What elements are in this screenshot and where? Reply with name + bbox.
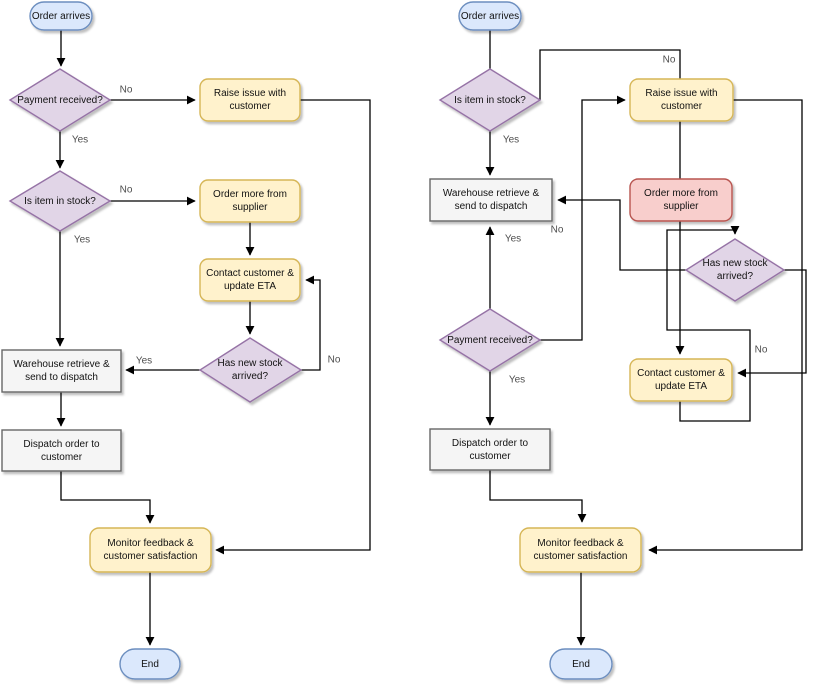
node-end-terminator[interactable] — [549, 648, 613, 680]
left-chart-shapes — [1, 1, 303, 680]
node-raise-issue-task[interactable] — [629, 78, 734, 122]
node-order-more-alert[interactable] — [629, 178, 733, 222]
node-in-stock-decision[interactable] — [8, 170, 112, 232]
edge-raise-monitor — [648, 99, 803, 555]
edge-payment-no — [540, 95, 626, 341]
edge-newstock-no-contact — [737, 269, 807, 378]
node-payment-decision[interactable] — [8, 68, 112, 132]
edge-newstock-no — [301, 275, 321, 371]
node-new-stock-decision[interactable] — [684, 238, 786, 302]
node-end-terminator[interactable] — [119, 648, 181, 680]
left-chart-edges — [55, 30, 371, 646]
node-contact-task[interactable] — [629, 358, 733, 402]
node-in-stock-decision[interactable] — [438, 68, 542, 132]
node-start-terminator[interactable] — [29, 1, 93, 31]
edge-raise-monitor — [215, 99, 371, 555]
node-monitor-task[interactable] — [519, 527, 642, 573]
edge-dispatch-monitor — [60, 471, 155, 524]
node-contact-task[interactable] — [199, 258, 301, 302]
node-new-stock-decision[interactable] — [198, 337, 303, 403]
node-raise-issue-task[interactable] — [199, 78, 301, 122]
node-monitor-task[interactable] — [89, 527, 212, 573]
edge-dispatch-monitor — [489, 470, 587, 523]
node-warehouse-process[interactable] — [429, 178, 553, 222]
node-warehouse-process[interactable] — [1, 349, 122, 393]
node-payment-decision[interactable] — [438, 308, 542, 372]
edge-contact-newstock — [666, 225, 751, 422]
right-chart-shapes — [429, 1, 786, 680]
node-dispatch-process[interactable] — [429, 428, 551, 471]
edge-stock-no — [539, 49, 681, 100]
node-dispatch-process[interactable] — [1, 429, 122, 472]
node-order-more-task[interactable] — [199, 179, 301, 223]
edge-newstock-warehouse — [557, 195, 686, 271]
right-chart-edges — [485, 30, 807, 646]
node-start-terminator[interactable] — [458, 1, 522, 31]
